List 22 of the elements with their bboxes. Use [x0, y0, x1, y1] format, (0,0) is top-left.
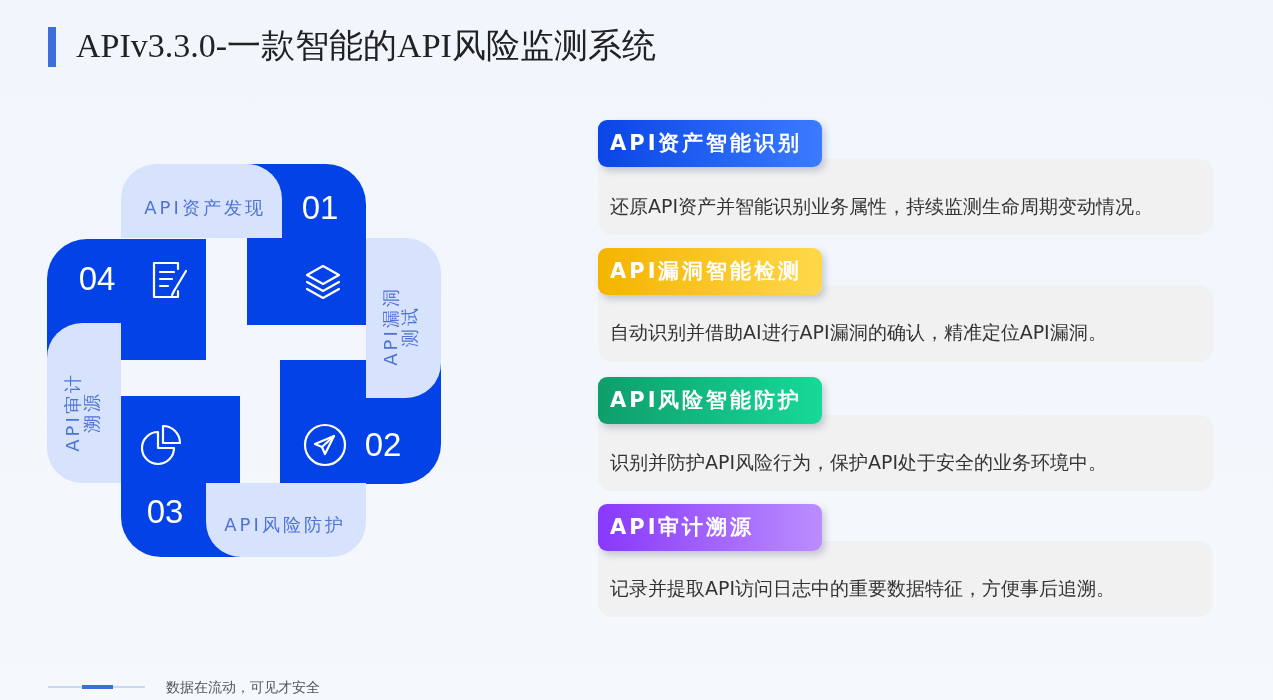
- step-label: API漏洞测试: [381, 285, 419, 368]
- step-label: API资产发现: [143, 197, 267, 219]
- description-card: 识别并防护API风险行为，保护API处于安全的业务环境中。: [598, 415, 1213, 491]
- step-band: [121, 164, 282, 238]
- step-number: 02: [364, 427, 402, 463]
- step-number: 03: [146, 494, 184, 530]
- step-label: API审计溯源: [63, 371, 101, 454]
- heading-tab: API风险智能防护: [598, 377, 822, 424]
- footer-slogan: 数据在流动，可见才安全: [166, 678, 320, 697]
- description-card: 记录并提取API访问日志中的重要数据特征，方便事后追溯。: [598, 541, 1213, 617]
- heading-tab: API审计溯源: [598, 504, 822, 551]
- heading-tab: API资产智能识别: [598, 120, 822, 167]
- step-number: 01: [301, 190, 339, 226]
- step-band: [206, 483, 366, 557]
- step-band: [366, 238, 441, 398]
- description-card: 自动识别并借助AI进行API漏洞的确认，精准定位API漏洞。: [598, 285, 1213, 362]
- description-card: 还原API资产并智能识别业务属性，持续监测生命周期变动情况。: [598, 159, 1213, 235]
- step-band: [47, 323, 121, 483]
- slide-title: APIv3.3.0-一款智能的API风险监测系统: [76, 26, 656, 66]
- step-label: API风险防护: [223, 514, 347, 536]
- heading-tab: API漏洞智能检测: [598, 248, 822, 295]
- step-number: 04: [78, 261, 116, 297]
